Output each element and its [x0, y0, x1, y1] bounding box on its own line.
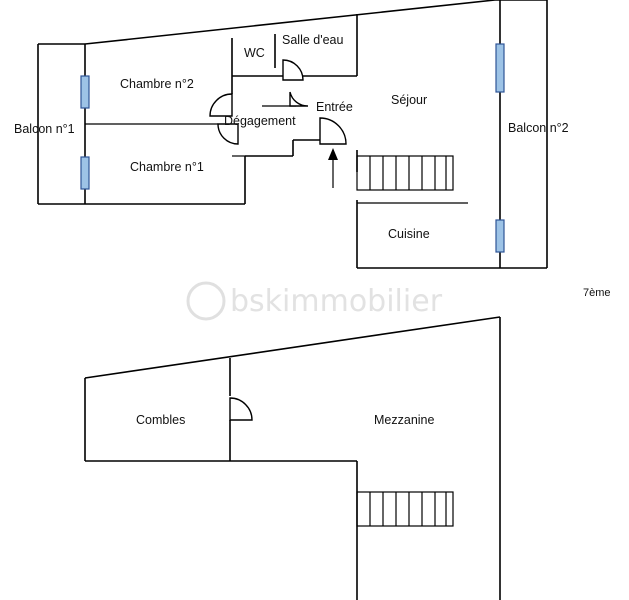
room-degagement: Dégagement: [224, 114, 296, 128]
room-balcon-1: Balcon n°1: [14, 122, 75, 136]
upper-floor: Balcon n°1 Chambre n°2 WC Salle d'eau Dé…: [14, 0, 611, 299]
room-wc: WC: [244, 46, 265, 60]
roof-wall: [84, 0, 496, 45]
door-combles-icon: [229, 397, 253, 421]
watermark-logo-icon: [186, 281, 226, 321]
stairs-lower-icon: [356, 491, 454, 527]
door-chambre2-icon: [209, 93, 233, 117]
watermark: bskimmobilier: [186, 281, 443, 321]
window-cuisine: [495, 219, 505, 253]
room-salle-deau: Salle d'eau: [282, 33, 344, 47]
window-chambre1: [80, 156, 90, 190]
room-combles: Combles: [136, 413, 185, 427]
room-balcon-2: Balcon n°2: [508, 121, 569, 135]
room-cuisine: Cuisine: [388, 227, 430, 241]
door-entree-icon: [319, 117, 347, 145]
door-chambre1-icon: [217, 123, 239, 145]
room-sejour: Séjour: [391, 93, 427, 107]
window-chambre2: [80, 75, 90, 109]
room-chambre-2: Chambre n°2: [120, 77, 194, 91]
stairs-upper-icon: [356, 155, 454, 191]
lower-floor: Combles Mezzanine: [84, 316, 501, 600]
floor-label: 7ème: [583, 287, 611, 299]
watermark-text: bskimmobilier: [230, 284, 443, 319]
door-degagement-icon: [289, 91, 309, 107]
door-salle-icon: [282, 59, 304, 81]
room-mezzanine: Mezzanine: [374, 413, 434, 427]
lower-roof-wall: [84, 316, 501, 379]
room-chambre-1: Chambre n°1: [130, 160, 204, 174]
window-sejour: [495, 43, 505, 93]
room-entree: Entrée: [316, 100, 353, 114]
entry-arrow-icon: [328, 148, 338, 160]
